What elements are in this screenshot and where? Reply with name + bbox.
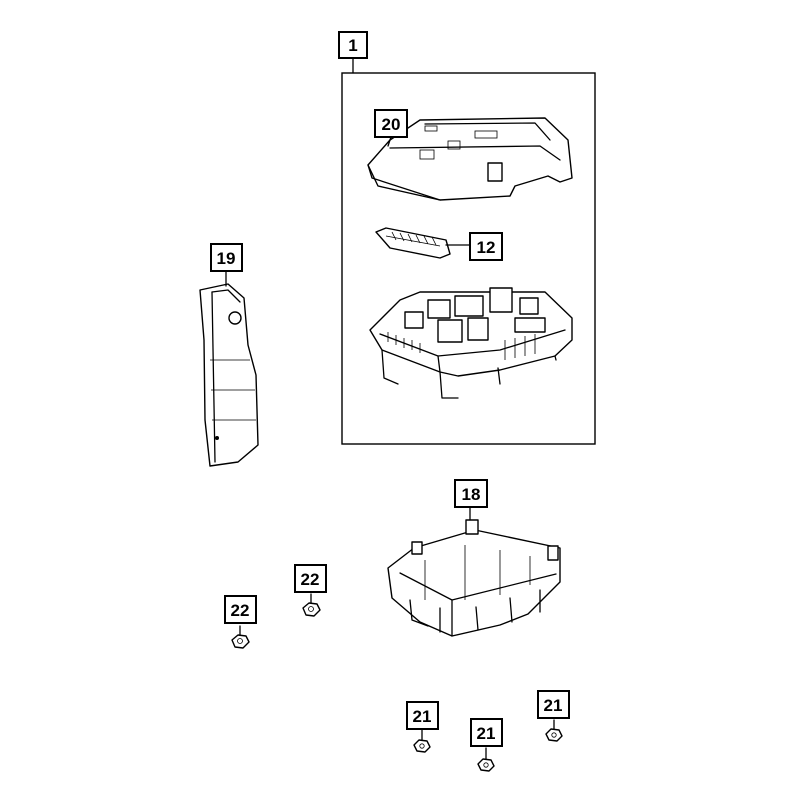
svg-text:12: 12: [477, 238, 496, 257]
callout-21-left: 21: [406, 701, 439, 730]
part-cover: [367, 117, 573, 201]
part-nut-21-left: [413, 729, 431, 753]
svg-text:22: 22: [301, 570, 320, 589]
callout-22-left: 22: [224, 595, 257, 624]
callout-18: 18: [454, 479, 488, 508]
svg-text:21: 21: [477, 724, 496, 743]
assembly-frame: [341, 72, 596, 445]
part-bracket: [199, 271, 259, 467]
part-nut-21-middle: [477, 747, 495, 772]
svg-text:21: 21: [544, 696, 563, 715]
part-tray: [387, 506, 561, 637]
part-distribution-center: [369, 287, 573, 399]
callout-21-right: 21: [537, 690, 570, 719]
svg-text:20: 20: [382, 115, 401, 134]
callout-20: 20: [374, 109, 408, 147]
callout-1: 1: [338, 31, 368, 59]
part-nut-22-left: [231, 625, 250, 649]
svg-text:19: 19: [217, 249, 236, 268]
callout-12: 12: [445, 232, 503, 261]
part-nut-22-right: [302, 593, 321, 617]
svg-text:18: 18: [462, 485, 481, 504]
callout-21-middle: 21: [470, 718, 503, 747]
svg-text:21: 21: [413, 707, 432, 726]
callout-19: 19: [210, 243, 243, 272]
svg-text:22: 22: [231, 601, 250, 620]
svg-text:1: 1: [348, 36, 357, 55]
part-nut-21-right: [545, 719, 563, 742]
part-strip: [375, 227, 451, 259]
callout-22-right: 22: [294, 564, 327, 593]
